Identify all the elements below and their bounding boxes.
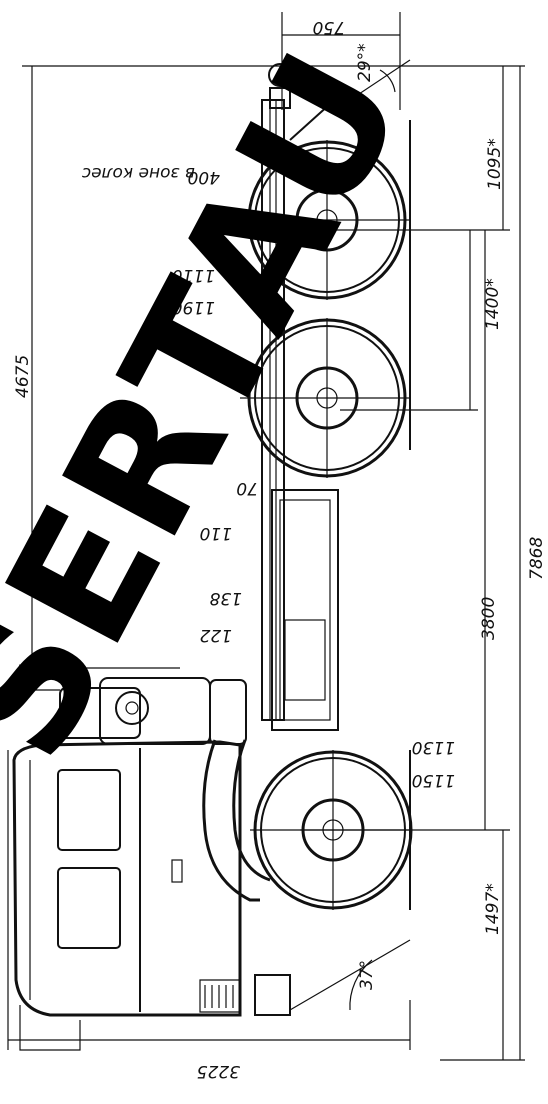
dim-1130: 1130 xyxy=(412,737,455,757)
watermark: SERTAU xyxy=(0,21,445,789)
rear-wheel-2 xyxy=(240,318,410,478)
dim-1497: 1497* xyxy=(483,883,503,935)
dim-138: 138 xyxy=(209,588,242,608)
dim-1150: 1150 xyxy=(412,770,455,790)
dim-4675: 4675 xyxy=(13,355,33,398)
dim-1095: 1095* xyxy=(485,138,505,190)
dimension-labels: 750 29°* 400 в зоне колес 1095* 1110 119… xyxy=(13,17,547,1081)
dim-7868: 7868 xyxy=(527,537,547,580)
dim-110: 110 xyxy=(200,523,232,543)
dim-122: 122 xyxy=(200,625,232,645)
truck-body xyxy=(12,63,361,1051)
dim-wheel-zone-note: в зоне колес xyxy=(81,163,195,183)
dim-3800: 3800 xyxy=(479,597,499,640)
dim-37-angle: 37° xyxy=(357,960,377,990)
dim-29-angle: 29°* xyxy=(355,43,375,82)
watermark-text: SERTAU xyxy=(0,21,445,789)
dim-1400: 1400* xyxy=(483,278,503,330)
dim-70: 70 xyxy=(236,478,258,498)
dim-1190: 1190 xyxy=(172,297,215,317)
dim-1110: 1110 xyxy=(172,265,215,285)
dim-3225: 3225 xyxy=(197,1061,240,1081)
dim-400: 400 xyxy=(188,167,220,187)
dim-75: 75* xyxy=(15,664,35,694)
rear-wheel-1 xyxy=(240,140,410,300)
front-wheel xyxy=(250,750,413,910)
dim-750: 750 xyxy=(313,17,345,37)
